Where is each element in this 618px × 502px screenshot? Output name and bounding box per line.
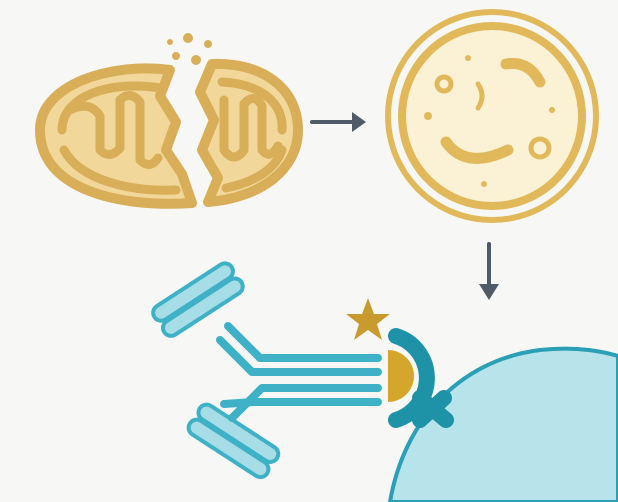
- debris-dot-3: [549, 107, 555, 113]
- fragment-1: [183, 33, 193, 43]
- antigen-ligand: [388, 350, 414, 402]
- arrow-right-head: [352, 112, 366, 132]
- ruptured-mitochondrion-icon: [40, 33, 298, 204]
- arrow-down: [479, 244, 499, 300]
- fragment-3: [172, 52, 180, 60]
- debris-dot-1: [465, 55, 471, 61]
- arrow-right: [312, 112, 366, 132]
- antigen-star: [346, 298, 390, 340]
- circular-vesicle-with-debris-icon: [388, 12, 596, 220]
- debris-dot-4: [481, 181, 487, 187]
- antibody-light-chain-lower: [224, 402, 378, 404]
- arrow-down-head: [479, 284, 499, 300]
- antibody-binding-receptor-icon: [150, 260, 618, 502]
- debris-dot-2: [424, 112, 432, 120]
- fragment-5: [167, 39, 173, 45]
- fragment-2: [204, 40, 212, 48]
- fragment-4: [191, 55, 201, 65]
- antibody-heavy-chain-upper: [228, 326, 378, 358]
